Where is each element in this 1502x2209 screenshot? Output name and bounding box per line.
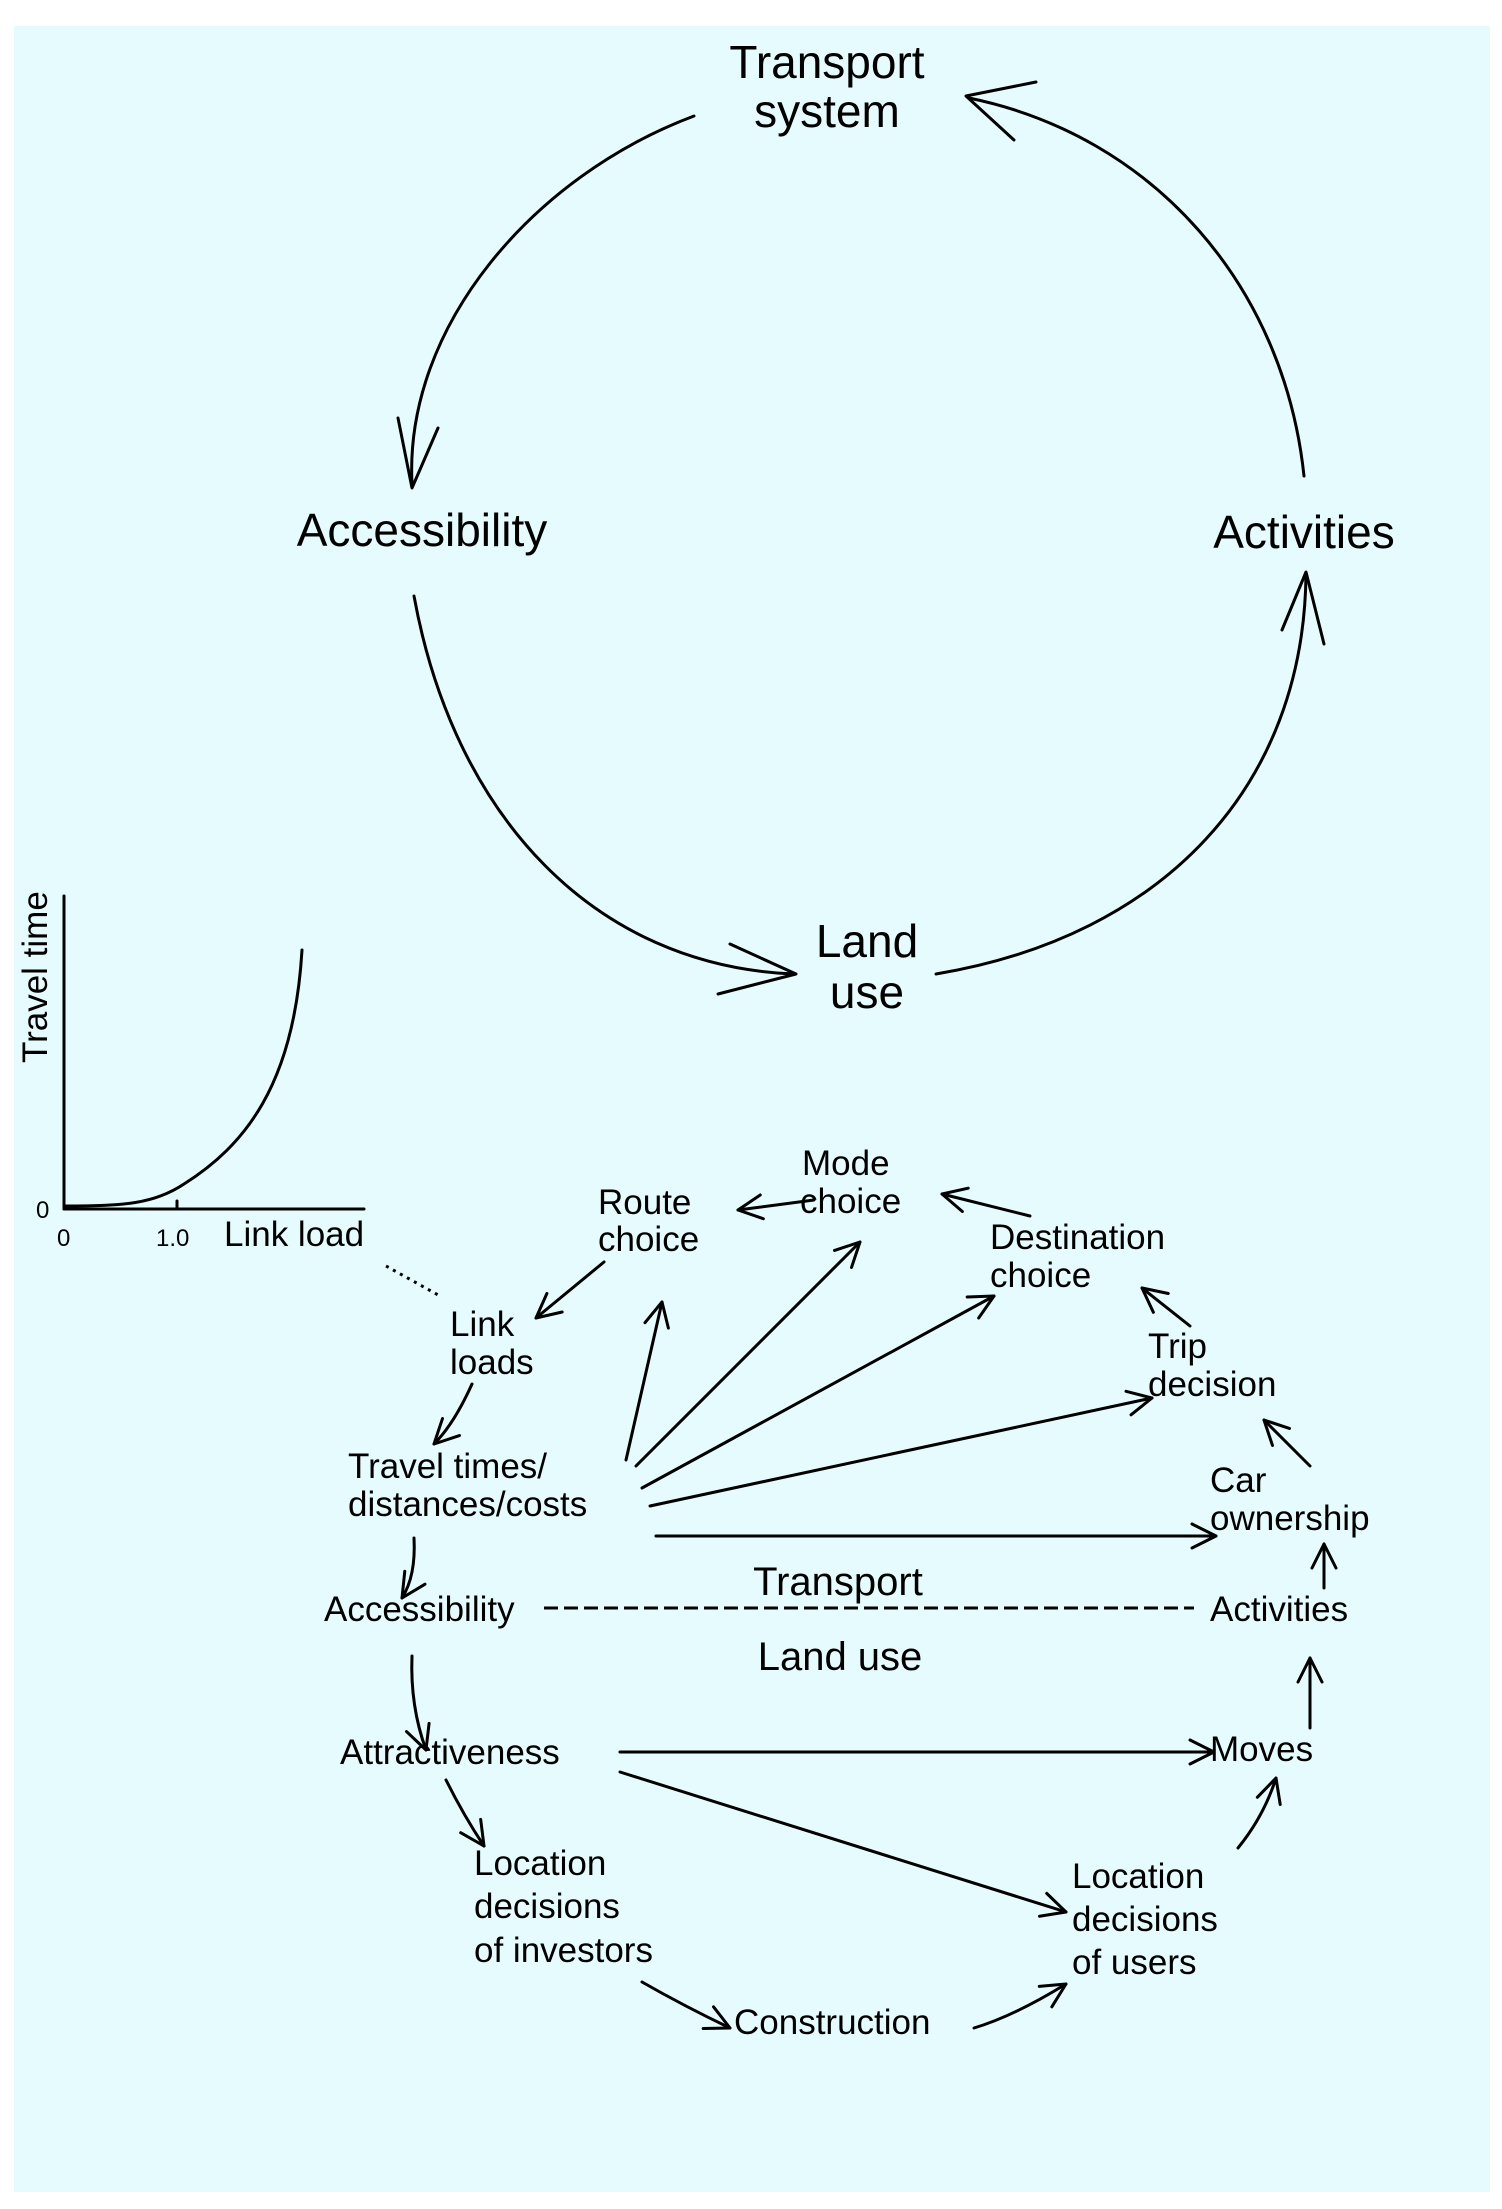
link-loads-line2: loads xyxy=(450,1343,534,1382)
arrow-traveltimes-to-trip-head xyxy=(1124,1389,1154,1417)
arrow-attractiveness-to-locusers-head xyxy=(1038,1891,1068,1918)
arrow-traveltimes-to-destination xyxy=(640,1294,996,1490)
trip-decision-line2: decision xyxy=(1148,1365,1276,1404)
arrow-construction-to-locusers-head xyxy=(1037,1982,1068,2009)
transport-system-label-line1: Transport xyxy=(729,36,924,88)
construction-node: Construction xyxy=(734,2003,930,2042)
route-choice-line2: choice xyxy=(598,1220,699,1259)
arrow-linkloads-to-traveltimes-head xyxy=(432,1417,461,1446)
inset-tick-1-label: 1.0 xyxy=(156,1225,189,1252)
arrow-route-to-linkloads-head xyxy=(534,1291,564,1320)
car-ownership-line1: Car xyxy=(1210,1461,1267,1500)
attractiveness-node: Attractiveness xyxy=(340,1733,560,1772)
transport-divider-label: Transport xyxy=(753,1560,923,1604)
arc-landuse-to-activities xyxy=(934,572,1308,976)
bottom-arrows xyxy=(400,1186,1338,2030)
arrowhead-transport-system xyxy=(964,80,1038,142)
destination-choice-line2: choice xyxy=(990,1256,1091,1295)
arrow-traveltimes-to-trip xyxy=(648,1396,1154,1508)
accessibility-label: Accessibility xyxy=(297,504,548,556)
arrow-traveltimes-to-accessibility xyxy=(400,1536,416,1600)
activities-label: Activities xyxy=(1213,506,1394,558)
arrow-destination-to-mode-head xyxy=(940,1186,970,1213)
arrow-locusers-to-moves xyxy=(1236,1776,1278,1850)
car-ownership-line2: ownership xyxy=(1210,1499,1370,1538)
arrow-activities-to-car-head xyxy=(1310,1542,1338,1570)
arrow-destination-to-mode xyxy=(940,1192,1032,1218)
land-use-label-line1: Land xyxy=(816,915,918,967)
inset-y-origin: 0 xyxy=(36,1197,49,1224)
arrowhead-activities xyxy=(1280,570,1326,646)
arrowhead-accessibility xyxy=(396,416,440,490)
diagram-svg: Transport system Accessibility Activitie… xyxy=(16,36,1395,2042)
arrow-mode-to-route xyxy=(736,1198,816,1212)
diagram-canvas: Transport system Accessibility Activitie… xyxy=(14,26,1490,2192)
location-users-line3: of users xyxy=(1072,1943,1197,1982)
arrow-attractiveness-to-locinvestors-head xyxy=(459,1817,486,1848)
link-loads-line1: Link xyxy=(450,1305,515,1344)
arc-accessibility-to-landuse xyxy=(412,594,796,976)
arc-transport-to-accessibility xyxy=(410,114,696,486)
activities-node: Activities xyxy=(1210,1590,1348,1629)
inset-ylabel: Travel time xyxy=(16,891,55,1063)
arc-activities-to-transport xyxy=(967,96,1306,478)
moves-node: Moves xyxy=(1210,1730,1313,1769)
route-choice-line1: Route xyxy=(598,1183,691,1222)
land-use-divider-label: Land use xyxy=(758,1635,923,1679)
mode-choice-line1: Mode xyxy=(802,1144,890,1183)
arrow-linkloads-to-traveltimes xyxy=(432,1382,474,1446)
arrow-attractiveness-to-locinvestors xyxy=(444,1778,486,1848)
inset-curve xyxy=(62,948,304,1208)
location-investors-line2: decisions xyxy=(474,1887,620,1926)
inset-chart: Travel time 0 0 1.0 Link load xyxy=(16,891,441,1298)
arrow-trip-to-destination-head xyxy=(1140,1286,1170,1314)
arrow-car-to-trip-head xyxy=(1262,1418,1291,1447)
arrow-trip-to-destination xyxy=(1140,1286,1192,1328)
arrow-traveltimes-to-mode-head xyxy=(833,1240,862,1269)
arrow-traveltimes-to-route-head xyxy=(643,1300,670,1330)
accessibility-node: Accessibility xyxy=(324,1590,515,1629)
location-investors-line3: of investors xyxy=(474,1931,653,1970)
arrow-locinvestors-to-construction-head xyxy=(701,2005,732,2030)
location-users-line1: Location xyxy=(1072,1857,1204,1896)
arrow-traveltimes-to-mode xyxy=(634,1240,862,1468)
inset-xlabel: Link load xyxy=(224,1215,364,1254)
inset-tick-0: 0 xyxy=(57,1225,70,1252)
arrow-accessibility-to-attractiveness-head xyxy=(405,1721,431,1752)
inset-connector xyxy=(385,1264,441,1298)
location-users-line2: decisions xyxy=(1072,1900,1218,1939)
trip-decision-line1: Trip xyxy=(1148,1327,1207,1366)
arrow-locinvestors-to-construction xyxy=(640,1980,732,2030)
arrow-route-to-linkloads xyxy=(534,1260,606,1320)
location-investors-line1: Location xyxy=(474,1844,606,1883)
travel-times-line2: distances/costs xyxy=(348,1485,587,1524)
mode-choice-line2: choice xyxy=(800,1182,901,1221)
arrow-car-to-trip xyxy=(1262,1418,1312,1468)
travel-times-line1: Travel times/ xyxy=(348,1447,547,1486)
arrowhead-landuse xyxy=(716,942,798,996)
arrow-traveltimes-to-car-head xyxy=(1190,1522,1218,1550)
arrow-traveltimes-to-route xyxy=(624,1300,664,1462)
arrow-locusers-to-moves-head xyxy=(1255,1776,1282,1806)
arrow-attractiveness-to-locusers xyxy=(618,1770,1068,1914)
top-cycle: Transport system Accessibility Activitie… xyxy=(297,36,1395,1018)
land-use-label-line2: use xyxy=(830,966,904,1018)
arrow-traveltimes-to-destination-head xyxy=(965,1294,996,1320)
arrow-mode-to-route-head xyxy=(736,1193,765,1221)
arrow-construction-to-locusers xyxy=(972,1982,1068,2030)
arrow-traveltimes-to-accessibility-head xyxy=(400,1569,427,1600)
bottom-labels: Mode choice Route choice Destination cho… xyxy=(324,1144,1370,2042)
transport-system-label-line2: system xyxy=(754,85,900,137)
arrow-attractiveness-to-moves-head xyxy=(1188,1738,1216,1766)
arrow-accessibility-to-attractiveness xyxy=(410,1654,428,1752)
destination-choice-line1: Destination xyxy=(990,1218,1165,1257)
arrow-moves-to-activities-head xyxy=(1296,1656,1324,1684)
